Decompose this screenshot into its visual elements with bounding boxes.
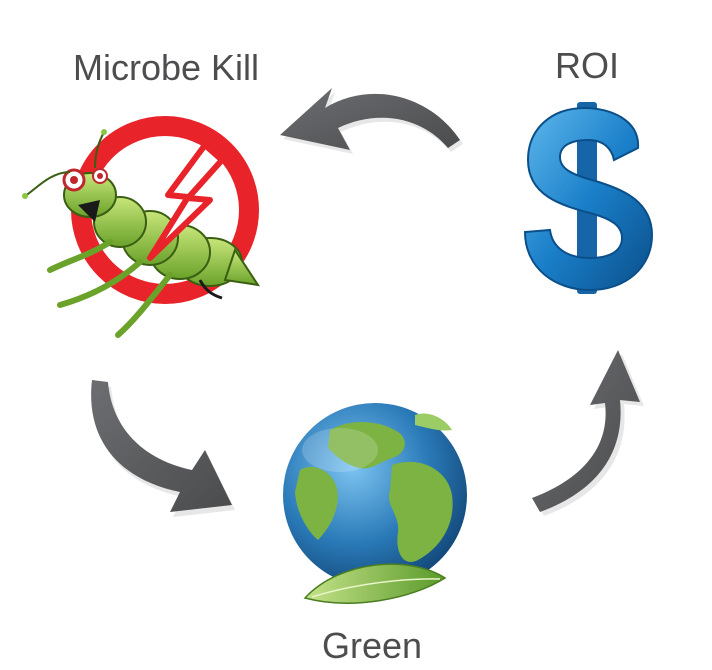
arrow-microbe-to-green	[91, 380, 236, 517]
node-label-green: Green	[322, 625, 423, 666]
node-label-roi: ROI	[555, 45, 620, 86]
arrow-roi-to-microbe	[280, 88, 463, 154]
earth-globe-leaf-icon	[283, 403, 467, 604]
bug-prohibited-icon	[22, 116, 261, 338]
node-label-microbe-kill: Microbe Kill	[73, 47, 260, 88]
arrow-green-to-roi	[532, 350, 644, 516]
dollar-sign-icon	[523, 102, 654, 294]
